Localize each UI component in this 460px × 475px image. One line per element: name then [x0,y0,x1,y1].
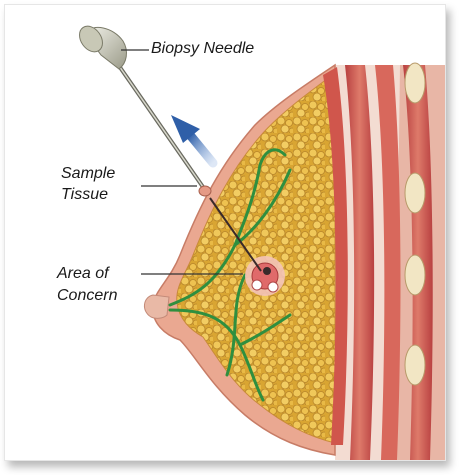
area-of-concern-lesion [245,256,285,296]
withdraw-arrow-icon [171,115,213,163]
label-sample: Sample [61,164,115,184]
chest-wall [335,63,445,460]
sample-tissue-tip [199,186,211,196]
label-area-of: Area of [57,264,109,284]
label-biopsy-needle: Biopsy Needle [151,39,254,59]
label-tissue: Tissue [61,185,108,205]
label-concern: Concern [57,286,117,306]
illustration-frame: Biopsy Needle Sample Tissue Area of Conc… [4,4,446,461]
breast-biopsy-illustration [5,5,445,460]
